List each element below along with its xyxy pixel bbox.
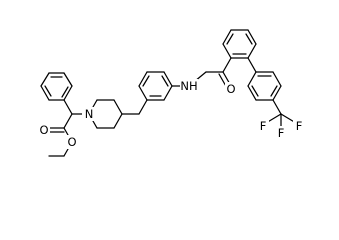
atom-f-left: F <box>260 119 267 133</box>
atom-nh-amide: NH <box>180 79 197 93</box>
atom-o-ester-carbonyl: O <box>39 123 48 137</box>
phenylene-ring <box>138 71 173 115</box>
piperidine-ring <box>88 99 140 129</box>
atom-labels: N NH O O O F F F <box>38 79 305 149</box>
atom-o-amide: O <box>226 82 235 96</box>
biphenyl-ring-lower <box>247 71 282 115</box>
biphenyl-ring-upper <box>222 29 257 73</box>
atom-o-ester: O <box>67 135 76 149</box>
atom-n-piperidine: N <box>85 107 94 121</box>
atom-f-right: F <box>296 119 303 133</box>
atom-f-bottom: F <box>278 126 285 140</box>
phenyl-ring <box>40 72 73 101</box>
molecule-structure: N NH O O O F F F <box>38 29 305 157</box>
